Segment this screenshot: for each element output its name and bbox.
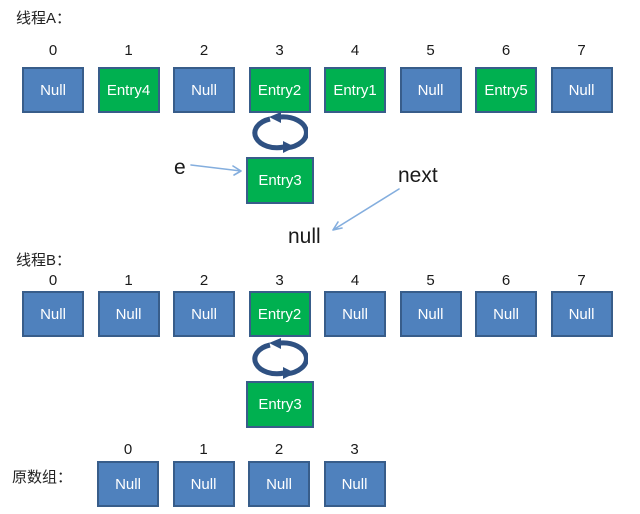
index-label: 2 — [199, 42, 209, 59]
index-label: 1 — [124, 272, 133, 289]
index-label: 7 — [577, 272, 586, 289]
index-label: 2 — [199, 272, 209, 289]
bucket-cell: Null — [97, 461, 159, 507]
bucket-cell: Null — [550, 67, 613, 113]
bucket-cell: Null — [248, 461, 310, 507]
bucket-cell: Null — [323, 461, 386, 507]
thread-a-label: 线程A： — [16, 10, 72, 27]
index-label: 7 — [577, 42, 586, 59]
index-label: 3 — [350, 441, 359, 458]
bucket-cell: Null — [97, 291, 160, 337]
bucket-cell: Entry5 — [475, 67, 537, 113]
cycle-arrows-icon — [252, 338, 308, 379]
bucket-cell: Null — [173, 291, 235, 337]
index-label: 6 — [501, 42, 511, 59]
original-array-indices: 0 1 2 3 — [97, 441, 386, 458]
cycle-arrows-icon — [252, 112, 308, 153]
null-value-label: null — [288, 225, 321, 248]
original-array: Null Null Null Null — [97, 461, 386, 507]
bucket-cell: Null — [550, 291, 613, 337]
bucket-cell: Entry2 — [248, 67, 311, 113]
e-pointer-arrow-icon — [190, 164, 242, 176]
e-pointer-label: e — [174, 156, 186, 179]
thread-a-indices: 0 1 2 3 4 5 6 7 — [22, 42, 613, 59]
bucket-cell: Entry1 — [324, 67, 386, 113]
bucket-cell: Null — [399, 67, 462, 113]
index-label: 1 — [199, 441, 208, 458]
original-array-label: 原数组： — [12, 469, 73, 486]
bucket-cell: Entry2 — [248, 291, 311, 337]
next-pointer-arrow-icon — [332, 188, 400, 231]
index-label: 4 — [350, 272, 360, 289]
bucket-cell: Null — [22, 291, 84, 337]
index-label: 6 — [501, 272, 511, 289]
index-label: 0 — [48, 272, 58, 289]
bucket-cell: Null — [22, 67, 84, 113]
index-label: 3 — [275, 42, 284, 59]
index-label: 1 — [124, 42, 133, 59]
bucket-cell: Null — [475, 291, 537, 337]
thread-b-array: Null Null Null Entry2 Null Null Null Nul… — [22, 291, 613, 337]
thread-a-array: Null Entry4 Null Entry2 Entry1 Null Entr… — [22, 67, 613, 113]
bucket-cell: Entry4 — [97, 67, 160, 113]
index-label: 5 — [426, 272, 435, 289]
index-label: 4 — [350, 42, 360, 59]
index-label: 2 — [274, 441, 284, 458]
index-label: 3 — [275, 272, 284, 289]
entry3-node-thread-a: Entry3 — [246, 157, 314, 204]
thread-b-label: 线程B： — [16, 252, 72, 269]
bucket-cell: Null — [399, 291, 462, 337]
bucket-cell: Null — [324, 291, 386, 337]
bucket-cell: Null — [173, 67, 235, 113]
entry3-node-thread-b: Entry3 — [246, 381, 314, 428]
index-label: 5 — [426, 42, 435, 59]
index-label: 0 — [48, 42, 58, 59]
index-label: 0 — [123, 441, 133, 458]
bucket-cell: Null — [172, 461, 235, 507]
next-pointer-label: next — [398, 164, 438, 187]
thread-b-indices: 0 1 2 3 4 5 6 7 — [22, 272, 613, 289]
